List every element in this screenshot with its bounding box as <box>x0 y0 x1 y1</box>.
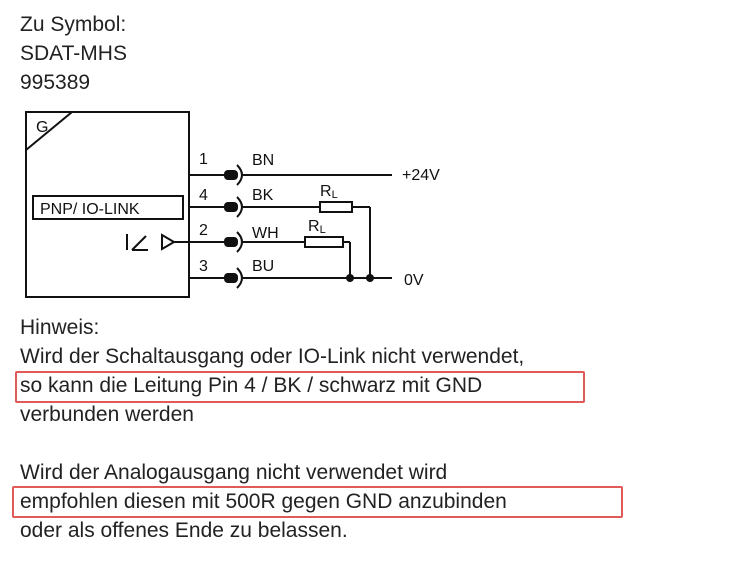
ground-label: 0V <box>404 272 424 289</box>
interface-label-box <box>32 195 184 220</box>
note-text: Wird der Analogausgang nicht verwendet w… <box>20 461 448 484</box>
product-name: SDAT-MHS <box>20 42 127 65</box>
wire-color-label: BN <box>252 152 274 169</box>
wire-color-label: BU <box>252 258 274 275</box>
sensor-corner-mark <box>25 111 73 151</box>
note-text: verbunden werden <box>20 403 194 426</box>
product-number: 995389 <box>20 71 91 94</box>
note-text: Wird der Schaltausgang oder IO-Link nich… <box>20 345 525 368</box>
wire-color-label: WH <box>252 225 279 242</box>
pin-number: 4 <box>199 187 208 204</box>
analog-output-symbol <box>126 233 189 251</box>
pin-number: 1 <box>199 151 208 168</box>
note-text-highlighted: empfohlen diesen mit 500R gegen GND anzu… <box>20 490 507 513</box>
note-heading: Hinweis: <box>20 316 100 339</box>
junction-dot <box>366 274 374 282</box>
pin-number: 2 <box>199 222 208 239</box>
connector-plugs <box>224 164 243 289</box>
sensor-body <box>25 111 190 298</box>
resistor-label: RL <box>308 218 326 236</box>
note-text: oder als offenes Ende zu belassen. <box>20 519 348 542</box>
pin-number: 3 <box>199 258 208 275</box>
sensor-type-label: G <box>36 119 48 136</box>
wire-color-label: BK <box>252 187 274 204</box>
highlight-box <box>15 371 585 403</box>
supply-voltage-label: +24V <box>402 167 440 184</box>
interface-label: PNP/ IO-LINK <box>40 201 140 218</box>
highlight-box <box>12 486 623 518</box>
resistor-label: RL <box>320 183 338 201</box>
note-text-highlighted: so kann die Leitung Pin 4 / BK / schwarz… <box>20 374 483 397</box>
junction-dot <box>346 274 354 282</box>
symbol-heading: Zu Symbol: <box>20 13 127 36</box>
